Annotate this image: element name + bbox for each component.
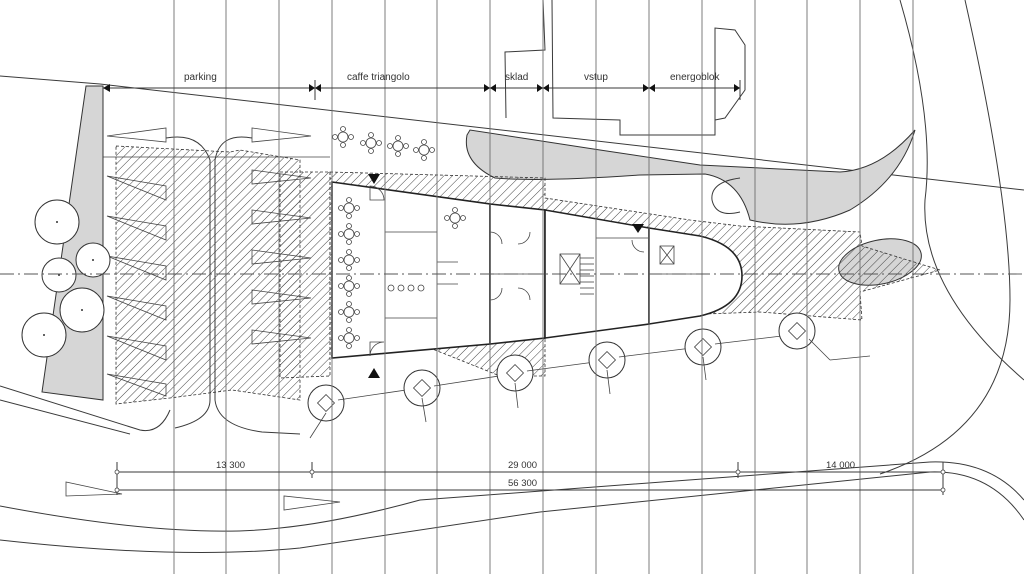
context-buildings bbox=[504, 0, 746, 136]
entrance-marker-top bbox=[368, 174, 380, 184]
dimension-14000: 14 000 bbox=[826, 460, 855, 471]
zone-label-caffe-triangolo: caffe triangolo bbox=[347, 72, 410, 83]
zone-dimension-chain bbox=[103, 80, 741, 100]
zone-label-sklad: sklad bbox=[505, 72, 528, 83]
entry-arrow-right bbox=[251, 127, 312, 143]
dimension-29000: 29 000 bbox=[508, 460, 537, 471]
zone-label-vstup: vstup bbox=[584, 72, 608, 83]
staircase bbox=[559, 253, 594, 295]
entrance-marker-vstup bbox=[632, 224, 644, 233]
zone-label-energoblok: energoblok bbox=[670, 72, 720, 83]
parking-spaces-left bbox=[106, 175, 167, 397]
curved-path bbox=[711, 177, 741, 214]
building bbox=[331, 181, 743, 359]
bottom-dimension-lines bbox=[65, 462, 946, 511]
zone-label-parking: parking bbox=[184, 72, 217, 83]
cafe-tables bbox=[338, 197, 466, 349]
grid-lines bbox=[173, 0, 914, 574]
dimension-13300: 13 300 bbox=[216, 460, 245, 471]
elevator-shaft bbox=[659, 245, 675, 265]
trees-left bbox=[21, 199, 111, 358]
energoblok-room bbox=[648, 227, 743, 325]
dimension-56300-total: 56 300 bbox=[508, 478, 537, 489]
entry-arrow-left bbox=[106, 127, 167, 143]
parking-area bbox=[103, 127, 331, 435]
terrace-tables bbox=[332, 126, 435, 161]
parking-spaces-right bbox=[251, 169, 312, 345]
entrance-marker-bottom bbox=[368, 368, 380, 378]
